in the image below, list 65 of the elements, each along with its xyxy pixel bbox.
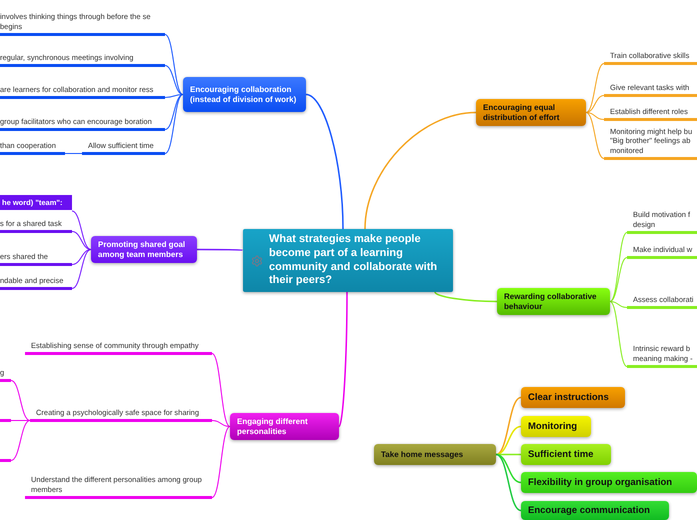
connector: [164, 94, 184, 98]
topic-text: Monitoring: [528, 420, 578, 432]
connector: [610, 301, 628, 367]
topic-text: Take home messages: [381, 450, 464, 460]
connector: [586, 112, 604, 120]
connector: [212, 426, 230, 498]
connector: [72, 249, 92, 265]
topic-text: Rewarding collaborative behaviour: [504, 292, 598, 312]
connector: [338, 292, 348, 427]
connector: [64, 153, 82, 154]
topic-text: What strategies make people become part of a learning community and collaborate with their peers?: [269, 233, 438, 288]
connector: [197, 248, 244, 251]
subtopic: [0, 140, 65, 155]
message-box: [521, 387, 625, 408]
message-box: [521, 444, 611, 465]
topic-text: Flexibility in group organisation: [528, 476, 672, 488]
central-topic-box: [243, 229, 453, 292]
subtopic: [82, 140, 165, 155]
topic-text: Encouraging equal distribution of effort: [483, 102, 560, 122]
connector: [72, 210, 92, 250]
main-topic-box: [374, 444, 496, 465]
connector: [72, 231, 92, 250]
main-topic-box: [230, 413, 339, 440]
subtopic: [627, 343, 697, 368]
connector: [496, 454, 522, 512]
connector: [164, 94, 184, 154]
connector: [496, 396, 522, 456]
topic-text: Engaging different personalities: [237, 416, 309, 436]
topic-text: Encourage communication: [528, 504, 650, 516]
connector: [10, 420, 30, 461]
connector: [212, 353, 230, 427]
main-topic-box: [476, 99, 586, 126]
connector: [586, 95, 604, 113]
connector: [496, 454, 522, 484]
connector: [164, 34, 184, 95]
connector: [10, 420, 30, 421]
subtopic: [627, 212, 697, 234]
connector: [10, 380, 30, 421]
topic-text: Sufficient time: [528, 448, 594, 460]
connector: [610, 232, 628, 302]
topic-text: Encouraging collaboration (instead of division of work): [190, 84, 298, 104]
connector: [72, 249, 92, 289]
message-box: [521, 501, 669, 520]
message-box: [521, 472, 697, 493]
subtopic: [604, 127, 697, 160]
connector: [496, 454, 521, 456]
connector: [164, 94, 184, 130]
main-topic-box: [183, 77, 306, 112]
connector: [496, 426, 522, 456]
message-box: [521, 416, 591, 437]
connector: [610, 257, 628, 302]
topic-text: Clear instructions: [528, 392, 609, 404]
connector: [306, 94, 344, 230]
main-topic-box: [497, 288, 610, 315]
connector: [586, 63, 604, 113]
main-topic-box: [91, 236, 197, 263]
topic-text: Promoting shared goal among team members: [98, 240, 186, 260]
subtopic: [0, 12, 165, 36]
connector: [586, 112, 604, 159]
connector: [610, 301, 628, 308]
connector: [164, 65, 184, 95]
subtopic: [25, 476, 212, 499]
connector: [364, 112, 476, 230]
connector: [212, 420, 230, 427]
connector: [434, 292, 498, 302]
